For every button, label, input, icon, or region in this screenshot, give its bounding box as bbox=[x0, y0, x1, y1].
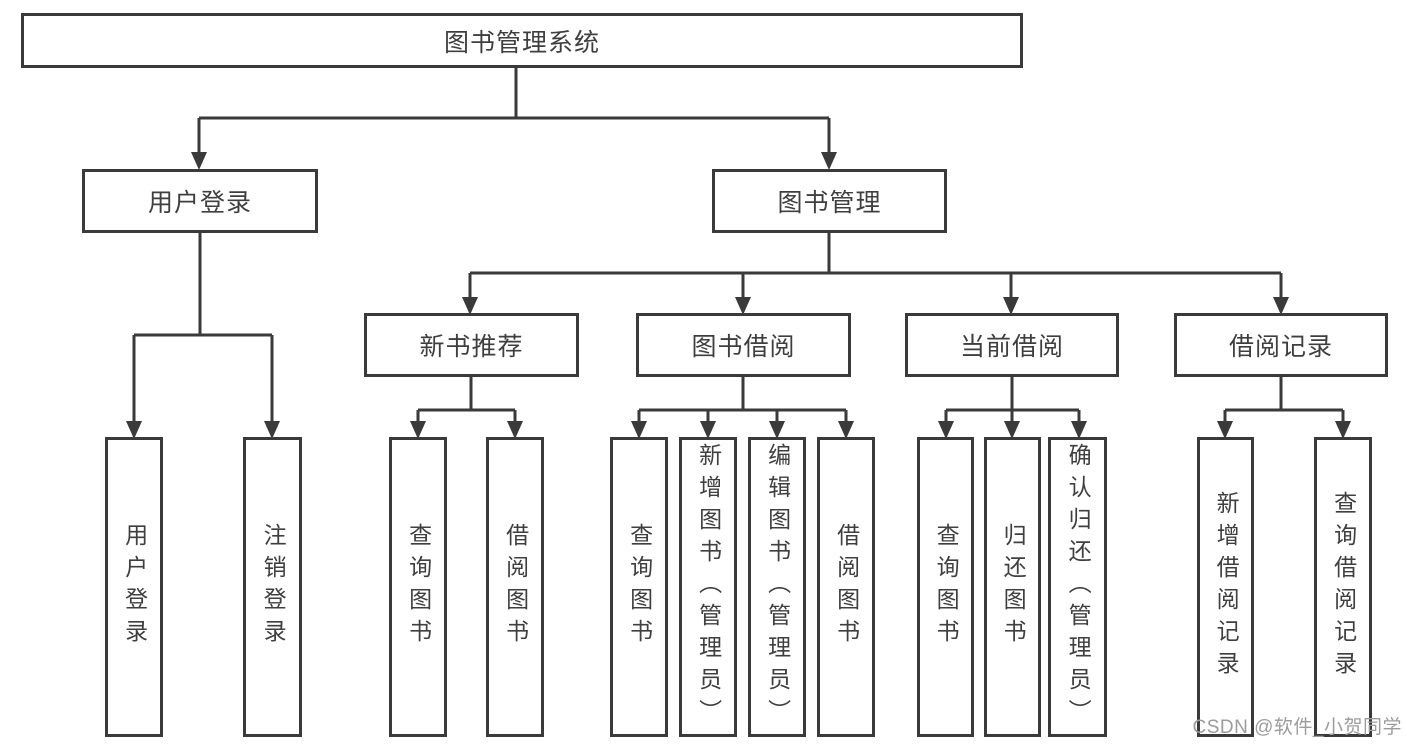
node-library-management-system: 图书管理系统 bbox=[21, 13, 1023, 68]
leaf-return-books: 归还图书 bbox=[984, 437, 1041, 737]
leaf-query-books-recommend: 查询图书 bbox=[389, 437, 447, 737]
connector-borrow-records-children bbox=[1223, 377, 1345, 421]
connector-book-borrow-children bbox=[637, 377, 848, 421]
node-current-borrow: 当前借阅 bbox=[905, 313, 1119, 377]
leaf-query-books-borrow: 查询图书 bbox=[610, 437, 668, 737]
leaf-edit-book-admin: 编辑图书（管理员） bbox=[748, 437, 806, 737]
arrowheads-new-book-children bbox=[410, 421, 523, 439]
connector-new-book-children bbox=[416, 377, 517, 421]
leaf-add-borrow-record: 新增借阅记录 bbox=[1197, 437, 1254, 737]
leaf-borrow-books-recommend: 借阅图书 bbox=[486, 437, 544, 737]
node-new-book-recommend: 新书推荐 bbox=[364, 313, 579, 377]
csdn-watermark: CSDN @软件_小贺同学 bbox=[1192, 717, 1402, 738]
leaf-logout: 注销登录 bbox=[243, 437, 302, 737]
node-book-management: 图书管理 bbox=[712, 169, 947, 233]
connector-root-to-level2 bbox=[197, 68, 831, 152]
leaf-query-books-current: 查询图书 bbox=[917, 437, 974, 737]
connector-user-login-children bbox=[132, 233, 274, 421]
node-borrow-records: 借阅记录 bbox=[1174, 313, 1388, 377]
connector-current-borrow-children bbox=[944, 377, 1081, 421]
arrowheads-level2 bbox=[191, 152, 837, 170]
arrowheads-user-login-children bbox=[126, 421, 280, 439]
leaf-user-login: 用户登录 bbox=[105, 437, 163, 737]
arrowheads-current-borrow-children bbox=[938, 421, 1087, 439]
arrowheads-borrow-records-children bbox=[1217, 421, 1351, 439]
leaf-confirm-return-admin: 确认归还（管理员） bbox=[1048, 437, 1107, 737]
leaf-borrow-books: 借阅图书 bbox=[817, 437, 875, 737]
node-user-login: 用户登录 bbox=[82, 169, 318, 233]
arrowheads-level3 bbox=[462, 297, 1289, 315]
connector-book-mgmt-to-level3 bbox=[468, 233, 1283, 297]
leaf-add-book-admin: 新增图书（管理员） bbox=[679, 437, 737, 737]
arrowheads-book-borrow-children bbox=[631, 421, 854, 439]
leaf-query-borrow-record: 查询借阅记录 bbox=[1314, 437, 1372, 737]
node-book-borrow: 图书借阅 bbox=[636, 313, 851, 377]
